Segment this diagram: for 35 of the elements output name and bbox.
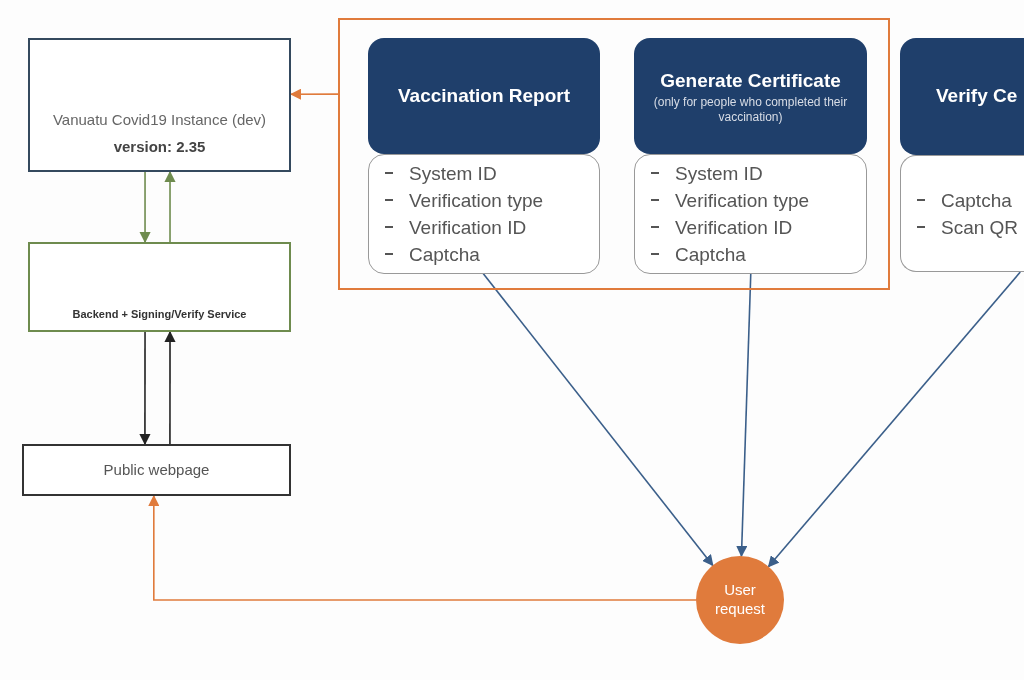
card-title: Vaccination Report: [397, 83, 571, 108]
arrow: [139, 171, 151, 244]
arrow: [164, 170, 176, 243]
instance-box: [28, 38, 291, 172]
group-frame: [338, 18, 890, 290]
list-item: Scan QR: [941, 215, 1019, 240]
service-box: [28, 242, 291, 332]
list-item: Captcha: [409, 243, 480, 267]
webpage-box: [22, 444, 291, 496]
version-text: version: 2.35: [113, 136, 206, 157]
card-subtitle: (only for people who completed their vaccination): [652, 95, 849, 126]
field-list-card: [634, 154, 867, 274]
list-item: Verification ID: [675, 216, 793, 240]
list-item: Verification ID: [409, 216, 527, 240]
arrow: [164, 330, 176, 445]
instance-name: Vanuatu Covid19 Instance (dev): [52, 110, 267, 130]
list-item: Captcha: [675, 243, 746, 267]
card-title: Generate Certificate: [660, 68, 841, 93]
arrow: [139, 331, 151, 446]
header-card: [900, 38, 1024, 155]
list-item: System ID: [675, 162, 763, 186]
box-label: Public webpage: [103, 459, 210, 480]
box-label: Backend + Signing/Verify Service: [72, 306, 247, 322]
list-item: Verification type: [675, 189, 810, 213]
field-list-card: [900, 155, 1024, 272]
card-title: Verify Ce: [936, 84, 1018, 109]
header-card: [634, 38, 867, 154]
list-item: Captcha: [941, 188, 1012, 213]
circle-label: User request: [715, 581, 765, 619]
arrow: [767, 271, 1022, 568]
list-item: System ID: [409, 162, 497, 186]
arrow: [148, 494, 697, 601]
list-item: Verification type: [409, 189, 544, 213]
header-card: [368, 38, 600, 154]
field-list-card: [368, 154, 600, 274]
